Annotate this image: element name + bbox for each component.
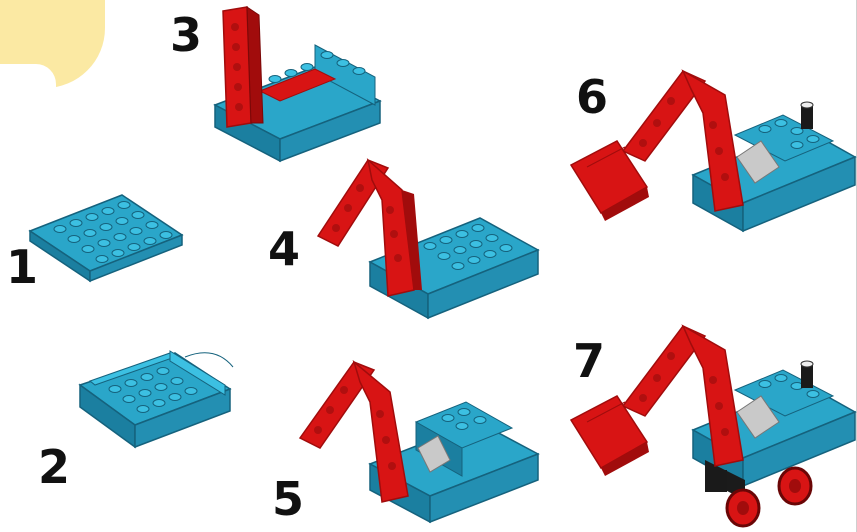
corner-tab (0, 0, 105, 88)
step-number-4: 4 (268, 226, 300, 272)
blue-base-icon (80, 351, 233, 447)
step-3-illustration (205, 5, 385, 165)
blue-plate-icon (30, 195, 182, 281)
step-6-illustration (565, 55, 855, 240)
step-7-illustration (565, 310, 855, 530)
exhaust-icon (801, 361, 813, 388)
red-arm-icon (223, 7, 263, 127)
red-arm-icon (300, 362, 408, 502)
step-5-illustration (298, 352, 543, 527)
step-number-2: 2 (38, 444, 70, 490)
exhaust-icon (801, 102, 813, 129)
step-1-illustration (30, 185, 185, 285)
step-number-3: 3 (170, 12, 202, 58)
step-2-illustration (75, 345, 235, 455)
step-4-illustration (310, 150, 540, 320)
